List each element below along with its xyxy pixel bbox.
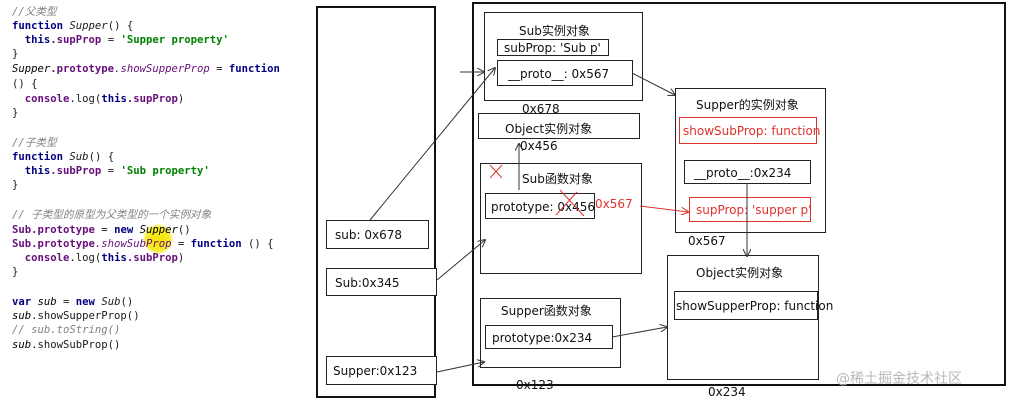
supper-function-prototype-label: prototype:0x234 (492, 331, 593, 345)
sub-instance-object: Sub实例对象 subProp: 'Sub p' __proto__: 0x56… (484, 12, 643, 101)
supper-function-title: Supper函数对象 (501, 304, 592, 318)
code-line: console.log(this.subProp) (24, 252, 185, 264)
code-line: function Sub() { (12, 151, 115, 163)
code-line: console.log(this.supProp) (24, 93, 185, 105)
code-line: //子类型 (12, 137, 57, 149)
supper-instance-object: Supper的实例对象 showSubProp: function __prot… (675, 88, 826, 233)
cursor-highlight (143, 224, 173, 254)
sub-instance-subprop-label: subProp: 'Sub p' (504, 41, 601, 55)
stack-var-Sub-label: Sub:0x345 (335, 276, 400, 290)
object-instance-1: Object实例对象 (478, 113, 640, 139)
code-line: () { (12, 78, 38, 90)
supper-instance-proto: __proto__:0x234 (684, 160, 811, 184)
supper-instance-title: Supper的实例对象 (696, 98, 799, 112)
supper-instance-showsubprop-label: showSubProp: function (683, 124, 821, 138)
sub-function-title: Sub函数对象 (522, 172, 593, 186)
arrow-supper-prototype-to-object (611, 327, 667, 338)
object-instance-1-title: Object实例对象 (505, 122, 593, 136)
object-instance-2-showsupperprop-label: showSupperProp: function (676, 299, 834, 313)
code-line: function Supper() { (12, 20, 134, 32)
code-line: Sub.prototype.showSubProp = function () … (12, 238, 274, 250)
stack-var-Supper: Supper:0x123 (326, 356, 437, 385)
object-instance-2-showsupperprop: showSupperProp: function (674, 291, 833, 320)
code-line: // 子类型的原型为父类型的一个实例对象 (12, 209, 212, 221)
stack-var-sub: sub: 0x678 (326, 220, 429, 249)
arrow-red-prototype-to-supper-instance (639, 205, 688, 212)
code-line: // sub.toString() (12, 324, 121, 336)
sub-function-prototype: prototype: 0x456 (485, 193, 595, 219)
stack-panel (316, 6, 436, 398)
arrow-sub-to-sub-instance (369, 68, 495, 221)
code-line: sub.showSubProp() (12, 339, 121, 351)
supper-function-object: Supper函数对象 prototype:0x234 (480, 298, 621, 368)
code-line: this.supProp = 'Supper property' (24, 34, 229, 46)
code-line: Sub.prototype = new Supper() (12, 224, 191, 236)
stack-var-sub-label: sub: 0x678 (335, 228, 402, 242)
stack-var-Sub: Sub:0x345 (326, 268, 437, 296)
watermark: @稀土掘金技术社区 (836, 371, 962, 387)
sub-instance-address: 0x678 (522, 102, 560, 116)
red-cross-marks (489, 164, 585, 217)
arrow-sub-proto-to-supper-instance (631, 72, 675, 95)
code-line: this.subProp = 'Sub property' (24, 165, 210, 177)
sub-instance-title: Sub实例对象 (519, 24, 590, 38)
code-line: } (12, 179, 19, 191)
arrow-Supper-to-supper-function (436, 362, 484, 373)
supper-instance-proto-label: __proto__:0x234 (694, 166, 792, 180)
supper-instance-supprop: supProp: 'supper p' (689, 197, 811, 222)
supper-function-prototype: prototype:0x234 (485, 325, 613, 349)
code-line: Supper.prototype.showSupperProp = functi… (12, 63, 280, 75)
sub-function-object: Sub函数对象 prototype: 0x456 (480, 163, 642, 274)
sub-instance-proto: __proto__: 0x567 (497, 60, 633, 86)
arrow-Sub-to-sub-function (436, 240, 485, 281)
code-line: //父类型 (12, 6, 57, 18)
code-line: } (12, 107, 19, 119)
code-line: } (12, 266, 19, 278)
supper-instance-address: 0x567 (688, 234, 726, 248)
supper-instance-showsubprop: showSubProp: function (679, 117, 821, 144)
object-instance-2-title: Object实例对象 (696, 266, 784, 280)
object-instance-2: Object实例对象 showSupperProp: function (667, 255, 833, 380)
stack-var-Supper-label: Supper:0x123 (333, 364, 418, 378)
supper-function-address: 0x123 (516, 378, 554, 392)
sub-instance-subprop: subProp: 'Sub p' (497, 39, 609, 56)
code-line: } (12, 48, 19, 60)
object-instance-1-address: 0x456 (520, 139, 558, 153)
sub-function-new-address: 0x567 (595, 197, 633, 211)
code-line: sub.showSupperProp() (12, 310, 140, 322)
object-instance-2-address: 0x234 (708, 385, 746, 399)
supper-instance-supprop-label: supProp: 'supper p' (696, 203, 812, 217)
code-line: var sub = new Sub() (12, 296, 134, 308)
code-panel: //父类型 function Supper() { this.supProp =… (0, 0, 316, 404)
sub-function-prototype-label: prototype: 0x456 (491, 200, 595, 214)
sub-instance-proto-label: __proto__: 0x567 (508, 67, 610, 81)
